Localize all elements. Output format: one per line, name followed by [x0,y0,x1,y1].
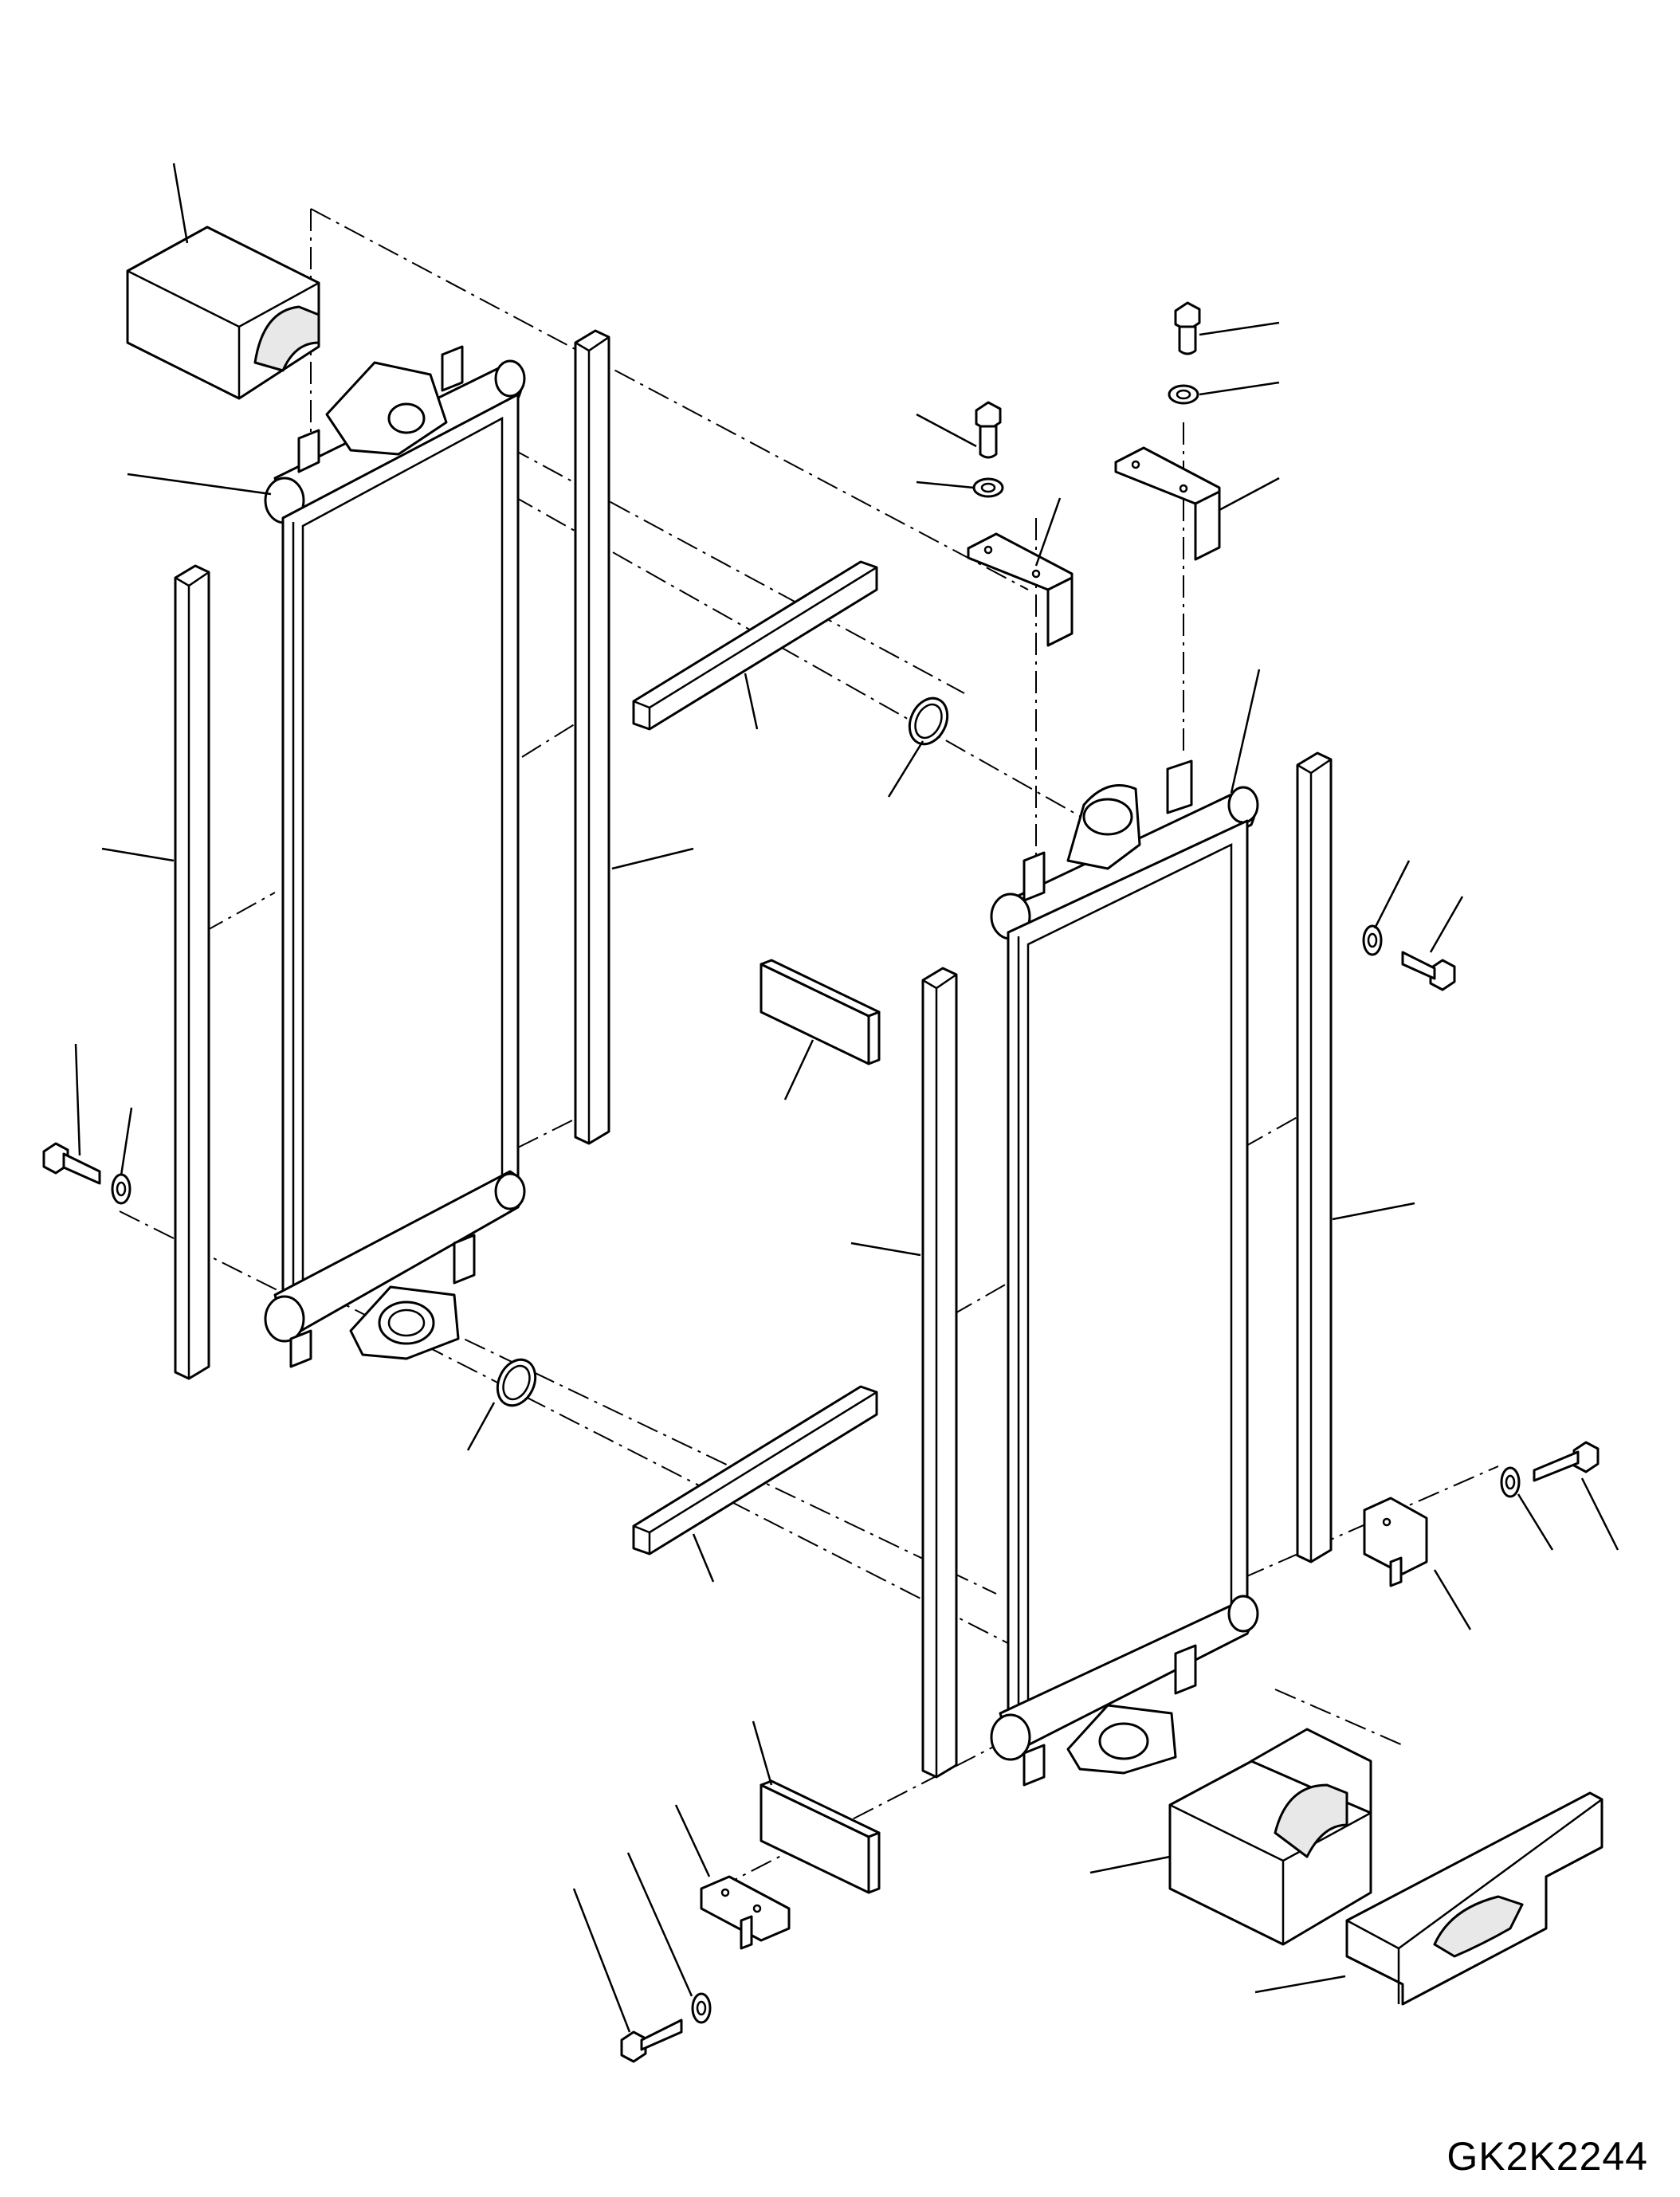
bolt-icon [42,1142,101,1185]
seal-strip-icon [632,560,878,731]
seal-strip-icon [1296,751,1333,1563]
brackets [700,446,1428,1950]
radiator-core-icon [264,345,526,1368]
vertical-seal-strips [174,329,1333,1779]
bracket-icon [967,532,1074,647]
support-frame [1345,1791,1603,2006]
o-ring-icon [496,1358,537,1407]
washer-icon [1168,384,1199,405]
bolts [42,301,1600,2063]
washer-icon [972,477,1004,498]
o-rings [496,696,949,1407]
bracket-icon [1363,1497,1428,1587]
horizontal-seal-strips [632,560,878,1556]
seal-strip-icon [174,564,210,1380]
rubber-mount-blocks [126,226,1372,1946]
washer-icon [691,1992,712,2024]
left-radiator-core [264,345,526,1368]
callout-leader-lines [74,163,1619,2033]
bolt-icon [1401,951,1456,991]
washer-icon [1500,1466,1521,1498]
mount-block-icon [126,226,320,400]
seal-pads [760,959,881,1894]
right-radiator-core [990,759,1259,1787]
drawing-code-label: GK2K2244 [1446,2134,1648,2179]
bracket-icon [1114,446,1221,561]
radiator-core-icon [990,759,1259,1787]
support-frame-icon [1345,1791,1603,2006]
bolt-icon [1533,1441,1600,1482]
seal-strip-icon [632,1385,878,1556]
bolt-icon [620,2018,683,2063]
bolt-icon [975,401,1002,459]
bracket-icon [700,1875,791,1950]
washer-icon [111,1173,131,1205]
bolt-icon [1174,301,1201,355]
washers [111,384,1521,2024]
seal-strip-icon [574,329,610,1145]
o-ring-icon [908,696,949,746]
seal-pad-icon [760,959,881,1065]
washer-icon [1362,924,1383,956]
seal-pad-icon [760,1779,881,1894]
seal-strip-icon [921,967,958,1779]
mount-block-icon [1168,1728,1372,1946]
